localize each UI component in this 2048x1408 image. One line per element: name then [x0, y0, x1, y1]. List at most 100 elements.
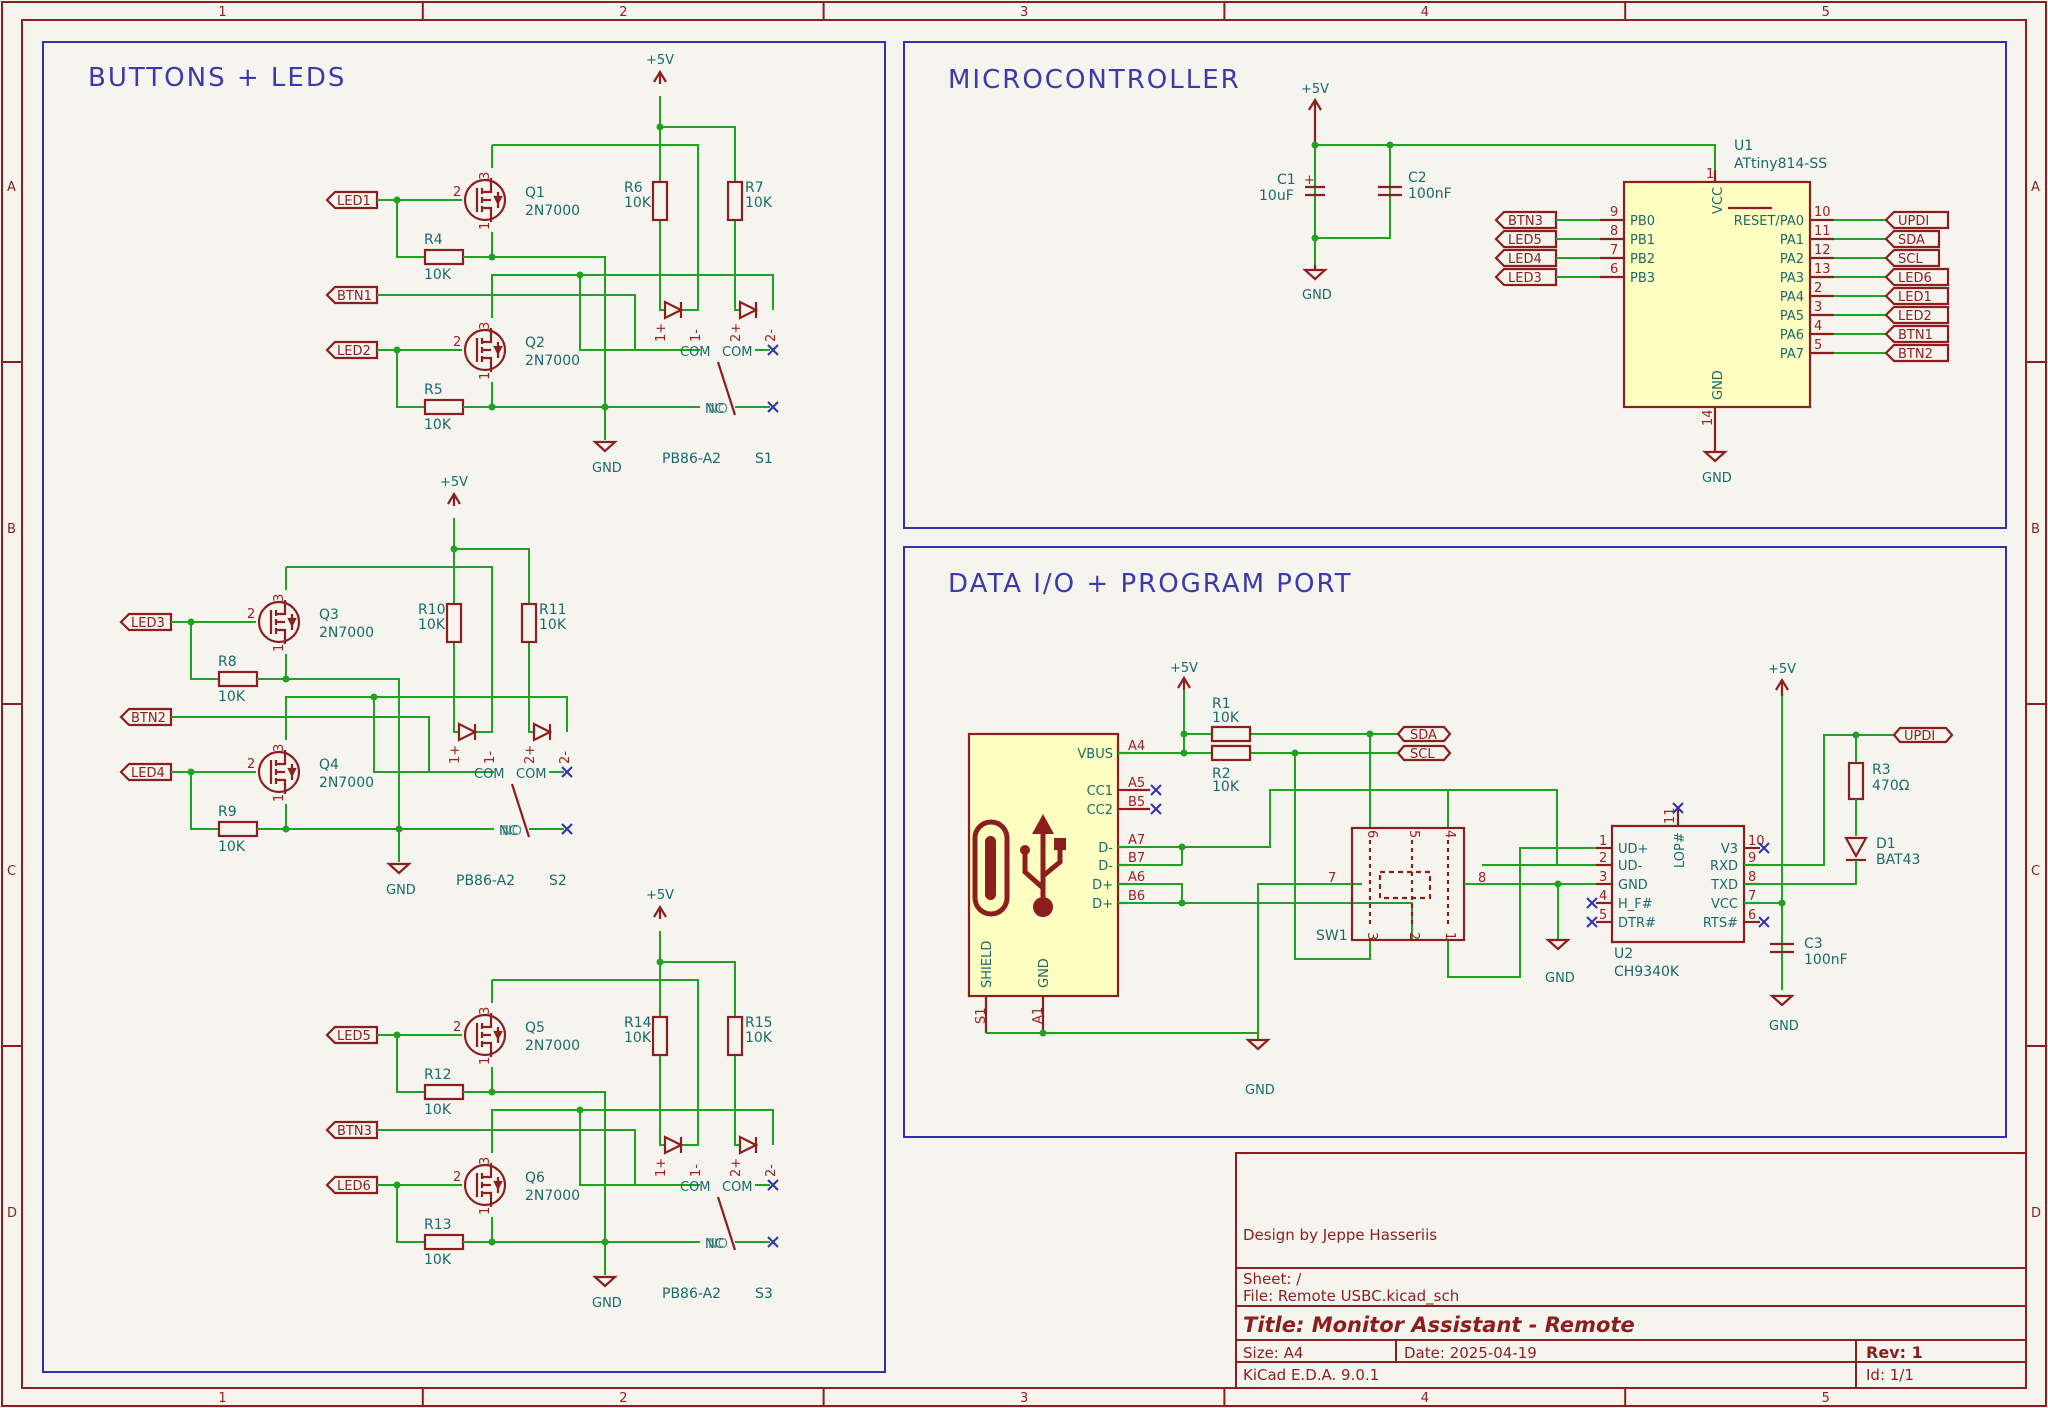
usb-pin-num: A5: [1128, 776, 1145, 791]
svg-text:2: 2: [453, 185, 461, 200]
mcu-gnd-label: GND: [1302, 288, 1332, 303]
u2-pin-name: GND: [1618, 878, 1648, 893]
net-updi: UPDI: [1904, 729, 1935, 744]
resistor-ref: R14: [624, 1015, 652, 1031]
c3-ref: C3: [1804, 936, 1823, 952]
resistor-body: [217, 820, 259, 838]
section-box-buttons: [42, 41, 886, 1373]
tb-title: Title: Monitor Assistant - Remote: [1243, 1313, 1635, 1337]
u1-net-label: UPDI: [1898, 214, 1929, 229]
u1-pin-name: PB3: [1630, 271, 1655, 286]
ruler-col-top: 1: [218, 5, 226, 20]
r1-ref: R1: [1212, 696, 1231, 712]
usb-pin-name: D-: [1098, 859, 1113, 874]
ruler-row-right: B: [2031, 522, 2040, 537]
resistor-value: 10K: [424, 1252, 452, 1268]
net-label-btn: BTN3: [337, 1124, 372, 1139]
u1-net-label: LED3: [1508, 271, 1542, 286]
u2-ref: U2: [1614, 946, 1633, 962]
svg-text:1-: 1-: [689, 329, 704, 342]
net-label-led: LED1: [337, 194, 371, 209]
button-led-group: +5VR1410KR1510K1+1-2+2-213Q52N7000213Q62…: [325, 888, 779, 1311]
mosfet-ref: Q6: [525, 1170, 545, 1186]
ruler-col-bottom: 3: [1020, 1391, 1028, 1406]
svg-text:3: 3: [478, 1157, 493, 1165]
mosfet-value: 2N7000: [319, 625, 374, 641]
mosfet-value: 2N7000: [525, 1038, 580, 1054]
u1-pin-name: PA1: [1780, 233, 1804, 248]
switch-com-label: COM: [474, 767, 505, 782]
sw1-pin-6: 6: [1364, 830, 1379, 838]
u1-pin-num: 6: [1610, 262, 1618, 277]
svg-text:+: +: [1304, 173, 1315, 188]
u1-pin-num: 13: [1814, 262, 1831, 277]
switch-ref: S2: [549, 873, 567, 889]
u1-pins: 9PB0BTN38PB1LED57PB2LED46PB3LED310RESET/…: [1494, 205, 1950, 363]
usb-c-port-icon: [972, 819, 1010, 917]
resistor-ref: R7: [745, 180, 764, 196]
svg-text:1: 1: [478, 1207, 493, 1215]
u1-net-label: BTN2: [1898, 347, 1933, 362]
switch-part: PB86-A2: [662, 1286, 721, 1302]
title-block: Design by Jeppe Hasseriis Sheet: / File:…: [1235, 1152, 2027, 1389]
ruler-row-left: B: [7, 522, 16, 537]
r1-body: [1210, 725, 1252, 743]
u2-pin-name: VCC: [1711, 897, 1738, 912]
led-symbol: [738, 1135, 759, 1155]
u2-pin-name: H_F#: [1618, 897, 1653, 912]
switch-ref: S3: [755, 1286, 773, 1302]
mosfet-value: 2N7000: [525, 203, 580, 219]
switch-com-label: COM: [516, 767, 547, 782]
net-scl: SCL: [1410, 747, 1435, 762]
u1-pin-name: PA3: [1780, 271, 1804, 286]
switch-com-label: COM: [722, 1180, 753, 1195]
power-5v-label: +5V: [646, 53, 674, 68]
u1-net-label: SDA: [1898, 233, 1925, 248]
switch-com-label: COM: [680, 345, 711, 360]
resistor-ref: R15: [745, 1015, 773, 1031]
c1-ref: C1: [1277, 172, 1296, 188]
usb-s1-pin: S1: [974, 1007, 989, 1024]
c2-ref: C2: [1408, 170, 1427, 186]
u2-pin-name: TXD: [1710, 878, 1738, 893]
svg-text:2+: 2+: [729, 323, 744, 342]
resistor-body: [726, 1015, 744, 1057]
resistor-value: 10K: [539, 617, 567, 633]
u2-pin-11-name: LOP#: [1673, 832, 1688, 868]
resistor-body: [651, 180, 669, 222]
gnd-label: GND: [592, 1296, 622, 1311]
d1-value: BAT43: [1876, 852, 1920, 868]
sw1-pin-8: 8: [1478, 871, 1486, 886]
d1-symbol: [1844, 836, 1868, 859]
svg-text:2-: 2-: [764, 1164, 779, 1177]
u2-pin-num: 6: [1748, 908, 1756, 923]
r1-value: 10K: [1212, 710, 1240, 726]
u2-pins: 1UD+2UD-3GND4H_F#5DTR#10V39RXD8TXD7VCC6R…: [1586, 802, 1770, 931]
u2-pin-num: 5: [1599, 908, 1607, 923]
resistor-value: 10K: [424, 417, 452, 433]
ruler-row-right: D: [2031, 1206, 2041, 1221]
u1-gnd-label: GND: [1702, 471, 1732, 486]
mcu-power-label: +5V: [1301, 82, 1329, 97]
usb-pin-num: B7: [1128, 851, 1145, 866]
u1-net-label: LED6: [1898, 271, 1932, 286]
resistor-value: 10K: [424, 267, 452, 283]
u2-gnd-power: GND: [1545, 971, 1575, 986]
mosfet-symbol: [463, 328, 507, 372]
u2-pin-name: UD+: [1618, 842, 1648, 857]
button-led-group: +5VR610KR710K1+1-2+2-213Q12N7000213Q22N7…: [325, 53, 779, 476]
u1-pin-name: PA4: [1780, 290, 1804, 305]
mosfet-value: 2N7000: [319, 775, 374, 791]
net-label-led: LED5: [337, 1029, 371, 1044]
u1-net-label: LED5: [1508, 233, 1542, 248]
net-label-led: LED4: [131, 766, 165, 781]
mosfet-ref: Q2: [525, 335, 545, 351]
svg-text:1+: 1+: [448, 745, 463, 764]
u1-pin-num: 2: [1814, 281, 1822, 296]
resistor-body: [423, 248, 465, 266]
net-label-btn: BTN2: [131, 711, 166, 726]
ruler-col-top: 4: [1421, 5, 1429, 20]
section-title-dataio: DATA I/O + PROGRAM PORT: [948, 569, 1353, 599]
